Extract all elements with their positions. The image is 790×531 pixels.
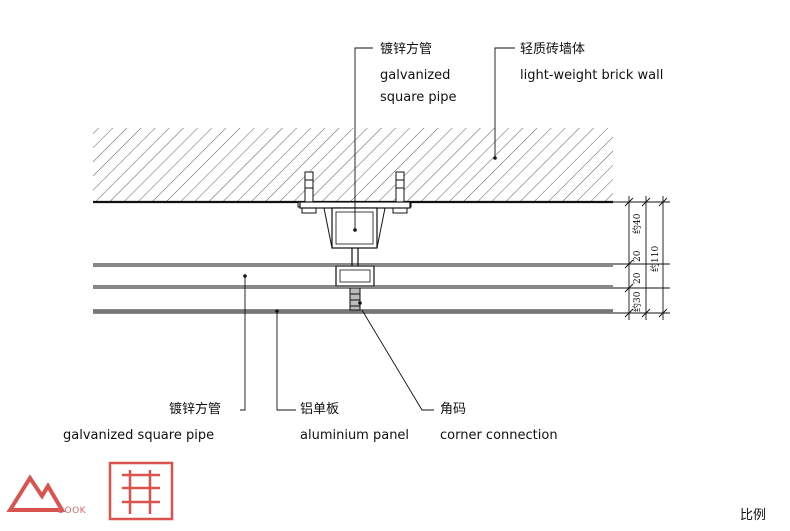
label-wall-cn: 轻质砖墙体 — [520, 42, 586, 57]
dimension-labels: 约40 20 20 约30 约110 — [631, 213, 661, 312]
dim-40: 约40 — [631, 213, 643, 234]
logo-text: BOOK — [58, 506, 87, 516]
label-top-pipe-cn: 镀锌方管 — [380, 42, 433, 57]
leader-lines — [240, 47, 515, 411]
dim-110: 约110 — [649, 246, 661, 272]
label-panel-en: aluminium panel — [300, 428, 410, 443]
label-corner-cn: 角码 — [440, 402, 467, 417]
label-top-pipe-en2: square pipe — [380, 90, 457, 105]
dimension-chain — [613, 196, 670, 320]
dim-20-upper: 20 — [633, 250, 643, 262]
label-bottom-pipe-en: galvanized square pipe — [63, 428, 215, 443]
aluminium-panel-strip — [93, 310, 613, 313]
label-panel-cn: 铝单板 — [300, 402, 340, 417]
scale-label: 比例 — [740, 508, 767, 523]
lower-square-pipe — [335, 248, 375, 287]
dim-20-lower: 20 — [633, 272, 643, 284]
label-top-pipe-en1: galvanized — [380, 68, 451, 83]
dim-30: 约30 — [631, 291, 643, 312]
brick-wall — [93, 128, 613, 204]
publisher-logo — [6, 461, 174, 521]
seal-mark — [108, 461, 174, 521]
label-wall-en: light-weight brick wall — [520, 68, 664, 83]
label-bottom-pipe-cn: 镀锌方管 — [169, 402, 222, 417]
label-corner-en: corner connection — [440, 428, 558, 443]
corner-connector — [349, 287, 361, 311]
